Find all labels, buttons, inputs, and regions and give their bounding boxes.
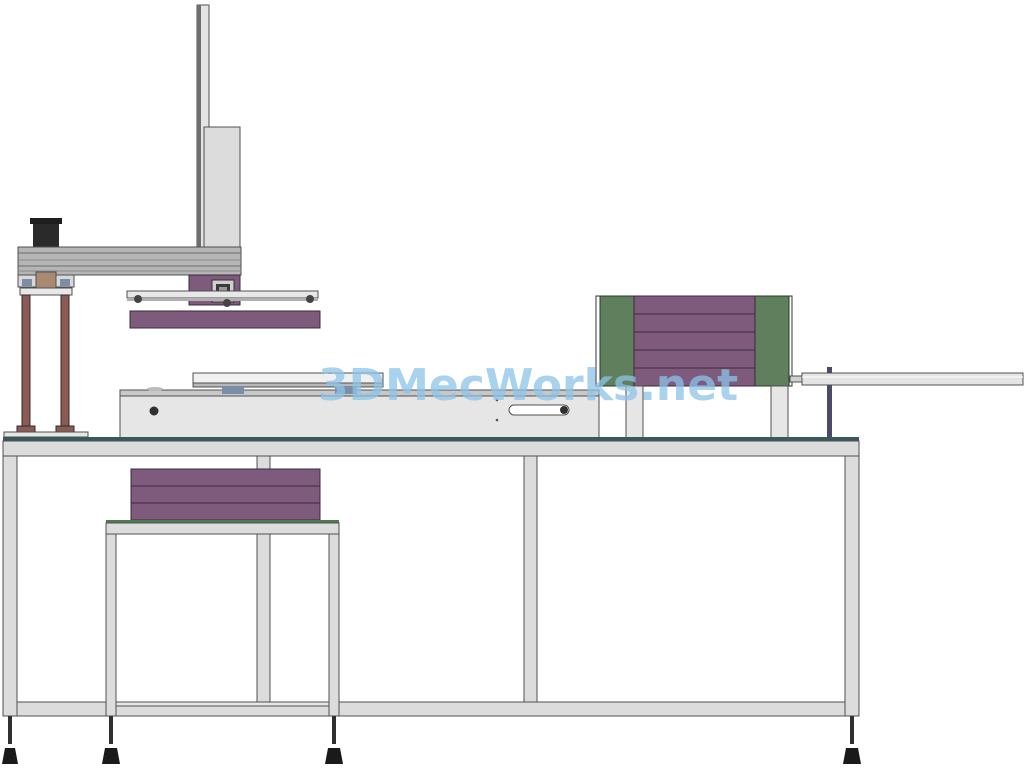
inner-stand [105, 468, 340, 717]
horizontal-beam [17, 246, 242, 276]
vertical-column [196, 4, 241, 251]
motor [30, 218, 62, 248]
center-platform [119, 372, 600, 439]
right-rod [789, 367, 1024, 438]
foot-3 [325, 716, 343, 764]
foot-4 [843, 716, 861, 764]
left-support-posts [3, 294, 89, 438]
table-frame [2, 437, 860, 717]
left-slide-block [17, 271, 75, 296]
right-magazine [595, 295, 793, 439]
foot-2 [102, 716, 120, 764]
gripper-carriage [126, 274, 321, 329]
foot-1 [2, 716, 18, 764]
leveling-feet [2, 716, 861, 764]
